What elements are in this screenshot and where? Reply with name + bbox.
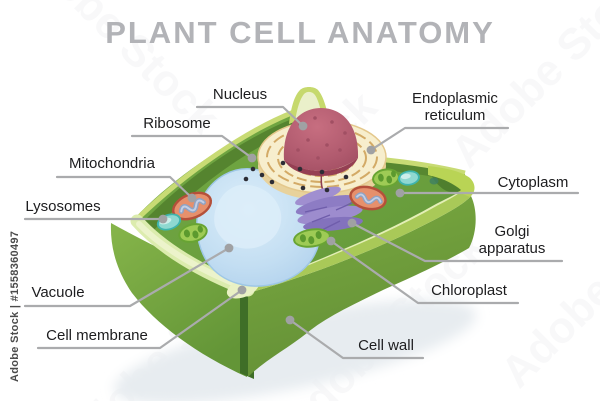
leader-cell-wall — [288, 318, 425, 360]
dot-cytoplasm — [395, 188, 405, 198]
label-nucleus: Nucleus — [213, 86, 267, 103]
dot-cell-wall — [285, 315, 295, 325]
chloroplast-shape — [178, 223, 208, 243]
dot-vacuole — [224, 243, 234, 253]
mitochondrion-shape — [171, 191, 213, 221]
label-ribosome: Ribosome — [143, 115, 211, 132]
cell-wall-rim — [134, 109, 295, 222]
leader-endoplasmic-reticulum — [369, 126, 510, 152]
dot-endoplasmic-reticulum — [366, 145, 376, 155]
golgi-apparatus-shape — [295, 186, 363, 232]
label-cytoplasm: Cytoplasm — [498, 174, 569, 191]
leader-vacuole — [23, 246, 231, 308]
leader-ribosome — [130, 134, 254, 160]
dot-golgi-apparatus — [347, 218, 357, 228]
dot-ribosome — [247, 153, 257, 163]
leader-chloroplast — [329, 239, 520, 305]
label-lysosomes: Lysosomes — [25, 198, 100, 215]
chloroplast-shape — [372, 168, 400, 188]
leader-mitochondria — [55, 175, 194, 200]
label-vacuole: Vacuole — [31, 284, 84, 301]
label-golgi-apparatus-line1: Golgi — [494, 223, 529, 240]
page-title: PLANT CELL ANATOMY — [105, 15, 495, 50]
label-endoplasmic-reticulum-line2: reticulum — [425, 107, 486, 124]
label-cell-wall: Cell wall — [358, 337, 414, 354]
ribosome-dots — [243, 160, 349, 193]
label-mitochondria: Mitochondria — [69, 155, 156, 172]
label-golgi-apparatus-line2: apparatus — [479, 240, 546, 257]
leader-cell-membrane — [36, 288, 244, 350]
cell-wall-corner-curl — [428, 166, 475, 197]
dot-chloroplast — [326, 236, 336, 246]
cell-wall-left-face — [110, 223, 247, 377]
dot-nucleus — [298, 121, 308, 131]
mitochondrion-shape — [349, 185, 387, 211]
label-endoplasmic-reticulum-line1: Endoplasmic — [412, 90, 498, 107]
dot-cell-membrane — [237, 285, 247, 295]
label-chloroplast: Chloroplast — [431, 282, 508, 299]
lysosome-shape — [398, 170, 420, 186]
leader-golgi-apparatus — [350, 221, 564, 263]
dot-mitochondria — [187, 193, 197, 203]
label-cell-membrane: Cell membrane — [46, 327, 148, 344]
leader-nucleus — [195, 105, 305, 128]
cell-shadow — [113, 299, 477, 401]
vacuole-highlight — [214, 184, 282, 249]
chloroplast-shape — [293, 228, 331, 248]
cell-membrane-band-highlight — [136, 221, 249, 291]
dot-lysosomes — [158, 214, 168, 224]
inner-wall-strip — [143, 118, 298, 232]
